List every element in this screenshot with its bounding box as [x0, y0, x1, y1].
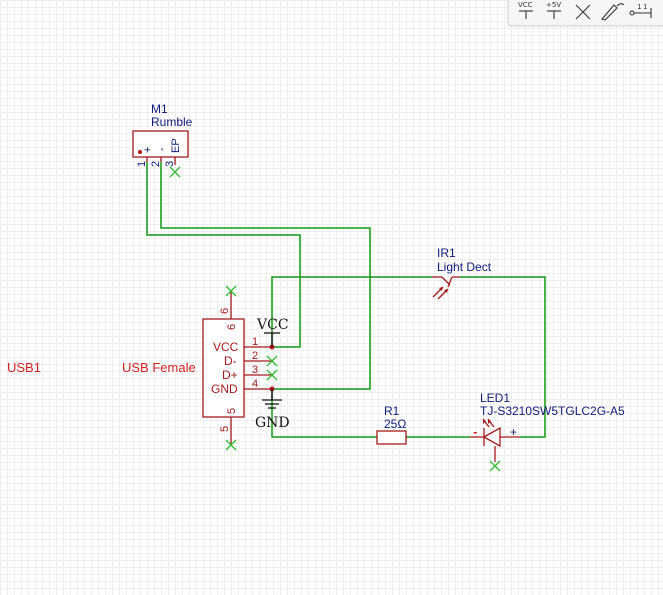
motor-pin1-num: 1	[136, 161, 148, 167]
no-connect-marker	[489, 460, 501, 472]
motor-value: Rumble	[151, 115, 193, 129]
gnd-label: GND	[255, 415, 290, 431]
ir-ref: IR1	[437, 246, 456, 260]
resistor-value: 25Ω	[384, 417, 406, 431]
motor-pin2-num: 2	[150, 161, 162, 167]
plus5v-power-icon[interactable]: +5V	[546, 1, 561, 19]
svg-text:1: 1	[643, 3, 647, 11]
wire-motor-plus-to-vcc[interactable]	[146, 162, 301, 348]
led-minus-label: -	[473, 424, 477, 439]
usb-pin-dplus-name: D+	[222, 368, 238, 382]
motor-m1[interactable]: M1 Rumble + - EP 1 2 3	[132, 102, 193, 178]
usb-body	[202, 318, 245, 418]
wires	[146, 162, 546, 438]
usb-value: USB Female	[122, 360, 196, 375]
usb-pin-dminus-name: D-	[224, 354, 237, 368]
motor-pin-minus-label: -	[156, 147, 168, 151]
led-value: TJ-S3210SW5TGLC2G-A5	[480, 404, 625, 418]
usb-pin1-num: 1	[252, 336, 258, 348]
usb-pin5-num: 5	[219, 426, 231, 432]
usb-connector[interactable]: USB1 USB Female VCC D- D+ GND 1 2 3 4 6 …	[7, 285, 278, 451]
gnd-power-symbol[interactable]: GND	[255, 389, 290, 431]
usb-pin3-num: 3	[252, 364, 258, 376]
led-plus-label: +	[510, 425, 517, 439]
bus-entry-icon[interactable]: 1 1	[629, 3, 652, 18]
resistor-body	[376, 430, 407, 445]
vcc-power-icon-label: VCC	[518, 1, 533, 9]
plus5v-power-icon-label: +5V	[546, 1, 561, 9]
no-connect-icon[interactable]	[575, 4, 591, 20]
toolbar-panel	[507, 0, 663, 27]
usb-pin-vcc-name: VCC	[213, 340, 239, 354]
motor-pin-ep-label: EP	[170, 138, 182, 153]
motor-pin3-num: 3	[164, 161, 176, 167]
wire-draw-icon[interactable]	[601, 3, 625, 21]
wire-vcc-to-ir[interactable]	[271, 276, 432, 347]
usb-ref: USB1	[7, 360, 41, 375]
wire-gnd-to-resistor[interactable]	[271, 389, 377, 438]
motor-body	[132, 130, 189, 158]
usb-pin6-num-inner: 6	[226, 324, 238, 330]
vcc-label: VCC	[256, 317, 289, 333]
led-triangle	[482, 426, 501, 448]
usb-pin-gnd-name: GND	[211, 382, 238, 396]
toolbar: VCC +5V 1 1	[507, 0, 663, 27]
wire-motor-minus-to-gnd[interactable]	[160, 162, 371, 390]
ir-sensor[interactable]: IR1 Light Dect	[432, 246, 492, 300]
no-connect-marker	[225, 285, 278, 451]
motor-ref: M1	[151, 102, 168, 116]
motor-pin1-marker	[138, 150, 142, 154]
usb-pin4-num: 4	[252, 378, 258, 390]
resistor-ref: R1	[384, 404, 400, 418]
led-led1[interactable]: LED1 TJ-S3210SW5TGLC2G-A5 - +	[470, 391, 625, 472]
vcc-power-symbol[interactable]: VCC	[256, 317, 289, 347]
svg-text:1: 1	[637, 3, 641, 11]
wire-ir-to-led[interactable]	[460, 276, 546, 438]
usb-pin6-num: 6	[219, 308, 231, 314]
motor-pin-plus-label: +	[142, 147, 154, 153]
no-connect-marker	[169, 166, 181, 178]
resistor-r1[interactable]: R1 25Ω	[376, 404, 407, 445]
led-ref: LED1	[480, 391, 510, 405]
ir-value: Light Dect	[437, 260, 492, 274]
usb-pin5-num-inner: 5	[226, 408, 238, 414]
usb-pin2-num: 2	[252, 350, 258, 362]
vcc-power-icon[interactable]: VCC	[518, 1, 533, 19]
